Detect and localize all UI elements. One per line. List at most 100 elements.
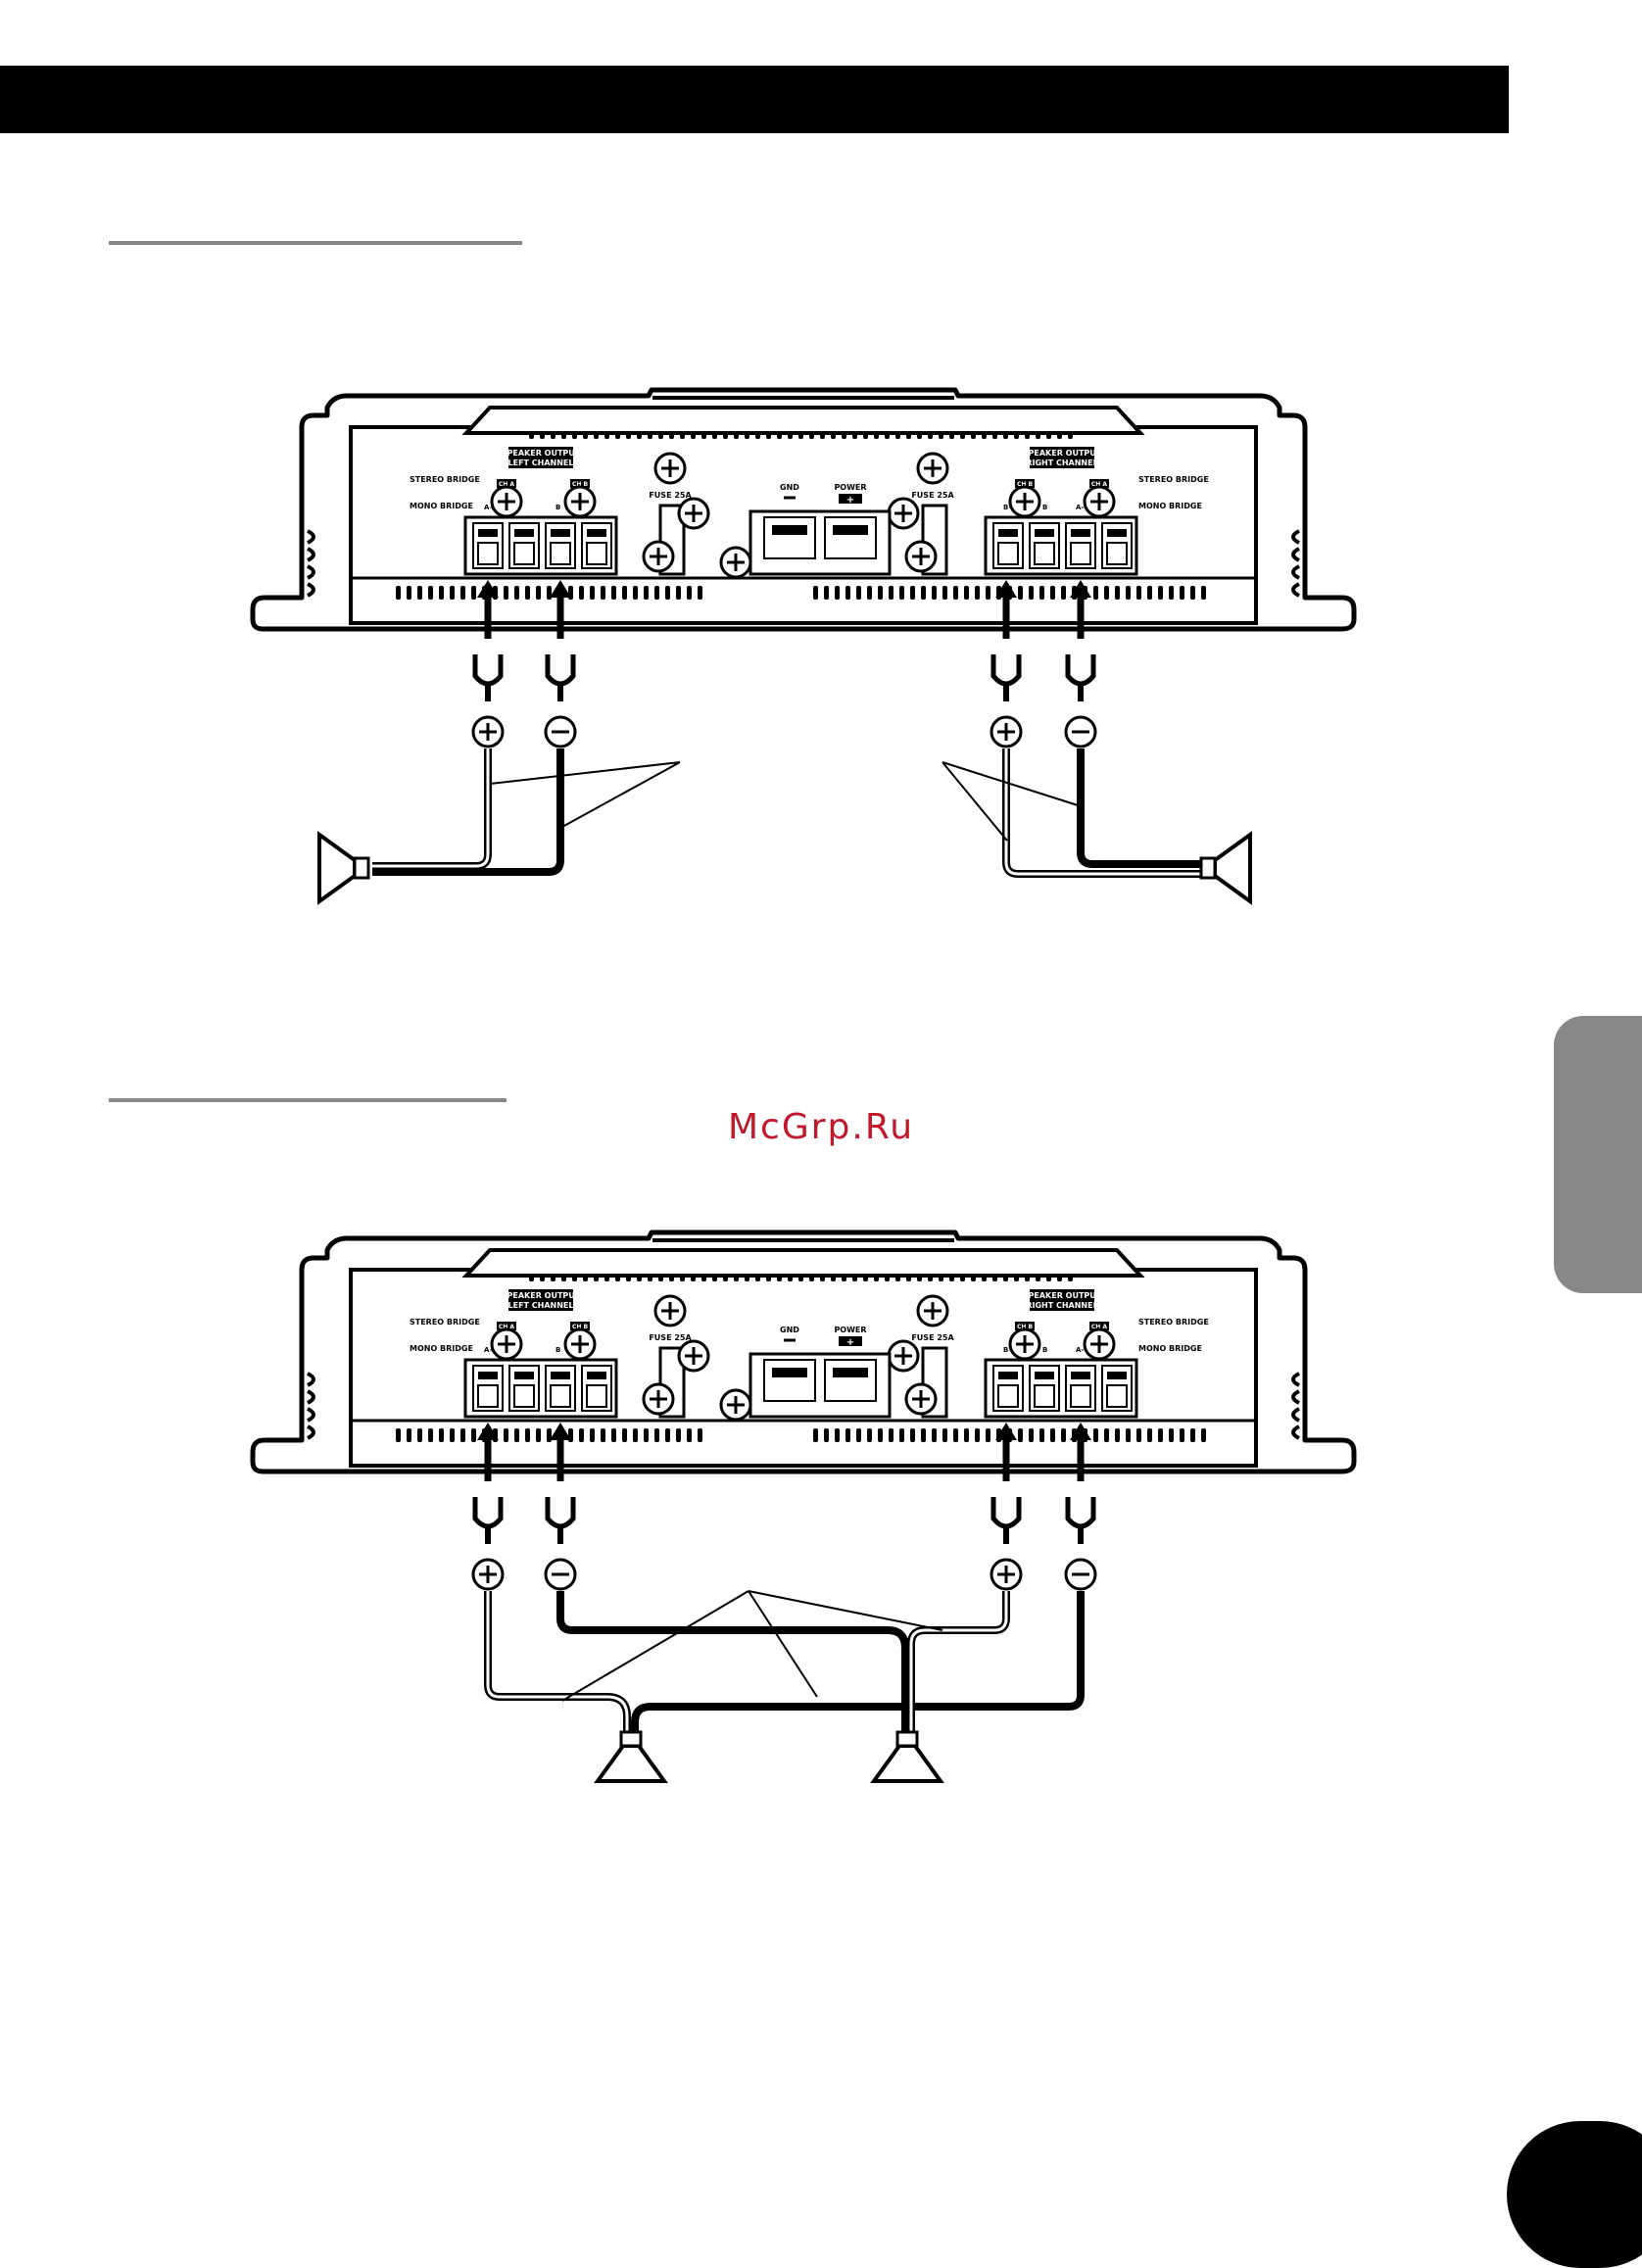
watermark: McGrp.Ru (727, 1107, 915, 1147)
left-ch-b-label: CH B (572, 1324, 589, 1330)
spade-terminal-3 (990, 1497, 1022, 1544)
power-plus-symbol: + (846, 1337, 854, 1348)
heat-sink-fin (1291, 1372, 1300, 1387)
left-speaker-wire-negative (372, 748, 564, 876)
bottom-vent-row-left (396, 1428, 702, 1442)
right-channel-heading-2: RIGHT CHANNEL (1026, 458, 1097, 467)
left-ch-a-box (497, 1322, 516, 1330)
speaker-1-wire-negative (631, 1591, 1085, 1734)
right-mono-bridge-label: MONO BRIDGE (1138, 1344, 1202, 1353)
top-plate (461, 1248, 1145, 1278)
spade-terminal-2 (545, 654, 576, 701)
callout-lines-right (942, 761, 1079, 842)
left-speaker-terminal-block (463, 1358, 618, 1419)
spade-terminal-1 (472, 654, 504, 701)
right-speaker (1199, 831, 1252, 905)
page-number-badge (1507, 2121, 1642, 2268)
right-ch-a-label: CH A (1091, 481, 1108, 488)
power-terminal (824, 516, 877, 559)
right-ch-b-box (1015, 1322, 1035, 1330)
heat-sink-fin (307, 564, 315, 580)
right-ch-b-label: CH B (1017, 1324, 1034, 1330)
right-a-minus-label: A- (1076, 504, 1084, 511)
heat-sink-fin (1291, 547, 1300, 562)
heat-sink-fin (1291, 564, 1300, 580)
power-plus-box (839, 1336, 862, 1346)
power-label: POWER (834, 483, 866, 492)
power-label: POWER (834, 1326, 866, 1334)
left-speaker-terminal-block (463, 515, 618, 576)
left-channel-heading-2: LEFT CHANNEL (508, 458, 574, 467)
left-ch-a-label: CH A (499, 1324, 515, 1330)
bottom-vent-row-left (396, 586, 702, 600)
left-fuse-label: FUSE 25A (649, 1333, 692, 1342)
heat-sink-fin (307, 1407, 315, 1423)
gnd-label: GND (780, 483, 799, 492)
callout-lines (561, 1590, 943, 1702)
left-fuse-label: FUSE 25A (649, 491, 692, 500)
left-b-label: B (555, 504, 560, 511)
right-channel-heading-2: RIGHT CHANNEL (1026, 1301, 1097, 1310)
heat-sink-fin (1291, 582, 1300, 598)
left-ch-a-label: CH A (499, 481, 515, 488)
spade-terminal-4 (1065, 654, 1096, 701)
spade-terminal-4 (1065, 1497, 1096, 1544)
header-bar (0, 66, 1509, 133)
left-ch-b-box (570, 479, 590, 488)
power-plus-box (839, 494, 862, 504)
right-a-minus-label: A- (1076, 1346, 1084, 1354)
speaker-1 (594, 1730, 668, 1783)
left-mono-bridge-label: MONO BRIDGE (410, 502, 473, 510)
right-ch-a-box (1089, 1322, 1109, 1330)
side-tab (1554, 1016, 1642, 1293)
spade-terminal-3 (990, 654, 1022, 701)
right-b-label: B (1042, 1346, 1047, 1354)
right-channel-heading-1: SPEAKER OUTPUT (1023, 449, 1102, 458)
section-rule-1 (109, 241, 522, 245)
heat-sink-fin (307, 582, 315, 598)
right-fuse-label: FUSE 25A (911, 491, 954, 500)
speaker-2 (870, 1730, 944, 1783)
right-channel-label-box (1030, 1289, 1094, 1311)
right-b-label: B (1042, 504, 1047, 511)
right-stereo-bridge-label: STEREO BRIDGE (1138, 1318, 1209, 1327)
left-channel-heading-1: SPEAKER OUTPUT (502, 449, 581, 458)
section-rule-2 (109, 1098, 507, 1102)
right-speaker-terminal-block (984, 1358, 1138, 1419)
power-terminal (824, 1359, 877, 1402)
left-a-plus-label: A+ (484, 504, 495, 511)
right-stereo-bridge-label: STEREO BRIDGE (1138, 475, 1209, 484)
left-channel-label-box (508, 447, 573, 468)
left-ch-b-label: CH B (572, 481, 589, 488)
gnd-terminal (763, 1359, 816, 1402)
top-vent-row (529, 1274, 1073, 1281)
spade-terminal-1 (472, 1497, 504, 1544)
left-mono-bridge-label: MONO BRIDGE (410, 1344, 473, 1353)
right-ch-a-box (1089, 479, 1109, 488)
left-channel-label-box (508, 1289, 573, 1311)
right-ch-b-label: CH B (1017, 481, 1034, 488)
top-plate (461, 406, 1145, 435)
heat-sink-fin (307, 547, 315, 562)
left-a-plus-label: A+ (484, 1346, 495, 1354)
left-stereo-bridge-label: STEREO BRIDGE (410, 1318, 480, 1327)
heat-sink-fin (307, 1424, 315, 1440)
left-ch-a-box (497, 479, 516, 488)
heat-sink-fin (1291, 1424, 1300, 1440)
gnd-label: GND (780, 1326, 799, 1334)
left-b-label: B (555, 1346, 560, 1354)
left-stereo-bridge-label: STEREO BRIDGE (410, 475, 480, 484)
right-channel-label-box (1030, 447, 1094, 468)
right-speaker-wire-negative (1077, 748, 1207, 868)
right-b-plus-label: B+ (1003, 504, 1014, 511)
right-speaker-terminal-block (984, 515, 1138, 576)
heat-sink-fin (307, 1389, 315, 1405)
heat-sink-fin (1291, 529, 1300, 545)
left-ch-b-box (570, 1322, 590, 1330)
gnd-terminal (763, 516, 816, 559)
right-channel-heading-1: SPEAKER OUTPUT (1023, 1291, 1102, 1300)
